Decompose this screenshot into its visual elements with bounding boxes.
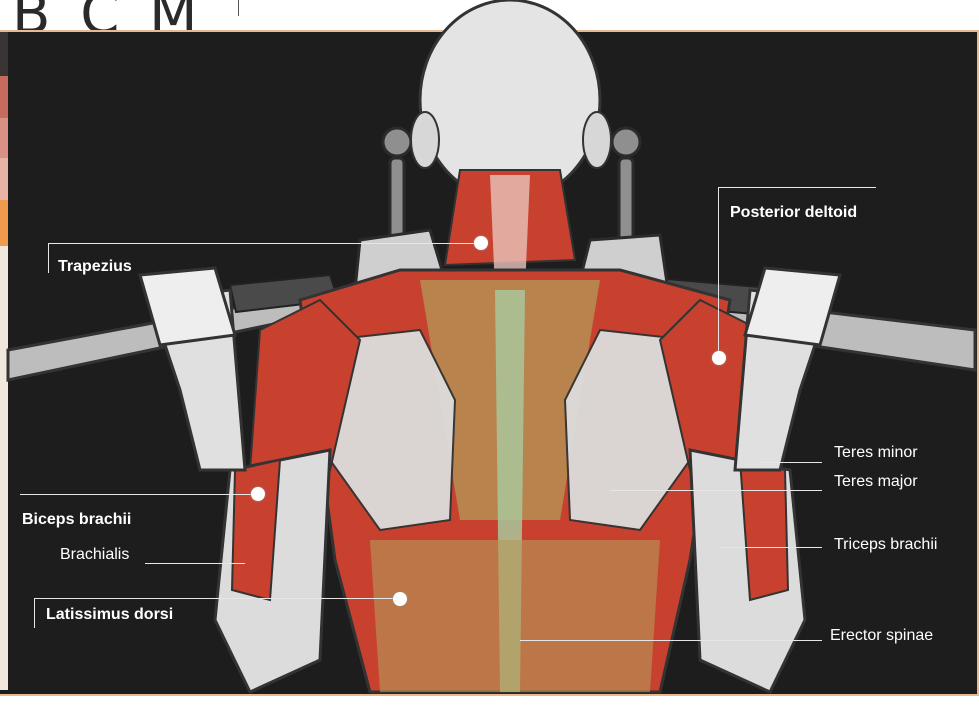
label-trapezius: Trapezius xyxy=(58,258,132,276)
label-biceps-brachii: Biceps brachii xyxy=(22,511,131,529)
label-latissimus-dorsi: Latissimus dorsi xyxy=(46,606,173,624)
trapezius-tick xyxy=(48,243,49,273)
triceps-leader xyxy=(720,547,822,548)
teres-major-leader xyxy=(610,490,822,491)
posterior-deltoid-tick xyxy=(718,187,719,357)
erector-spinae-leader xyxy=(520,640,822,641)
label-teres-minor: Teres minor xyxy=(834,444,918,462)
biceps-dot xyxy=(251,487,265,501)
label-triceps-brachii: Triceps brachii xyxy=(834,536,937,554)
label-erector-spinae: Erector spinae xyxy=(830,627,933,645)
teres-minor-leader xyxy=(760,462,822,463)
trapezius-dot xyxy=(474,236,488,250)
brachialis-leader xyxy=(145,563,245,564)
trapezius-leader xyxy=(48,243,480,244)
latissimus-leader xyxy=(34,598,400,599)
posterior-deltoid-leader xyxy=(718,187,876,188)
posterior-deltoid-dot xyxy=(712,351,726,365)
latissimus-tick xyxy=(34,598,35,628)
label-posterior-deltoid: Posterior deltoid xyxy=(730,204,857,222)
label-teres-major: Teres major xyxy=(834,473,918,491)
biceps-leader xyxy=(20,494,258,495)
latissimus-dot xyxy=(393,592,407,606)
label-brachialis: Brachialis xyxy=(60,546,129,564)
